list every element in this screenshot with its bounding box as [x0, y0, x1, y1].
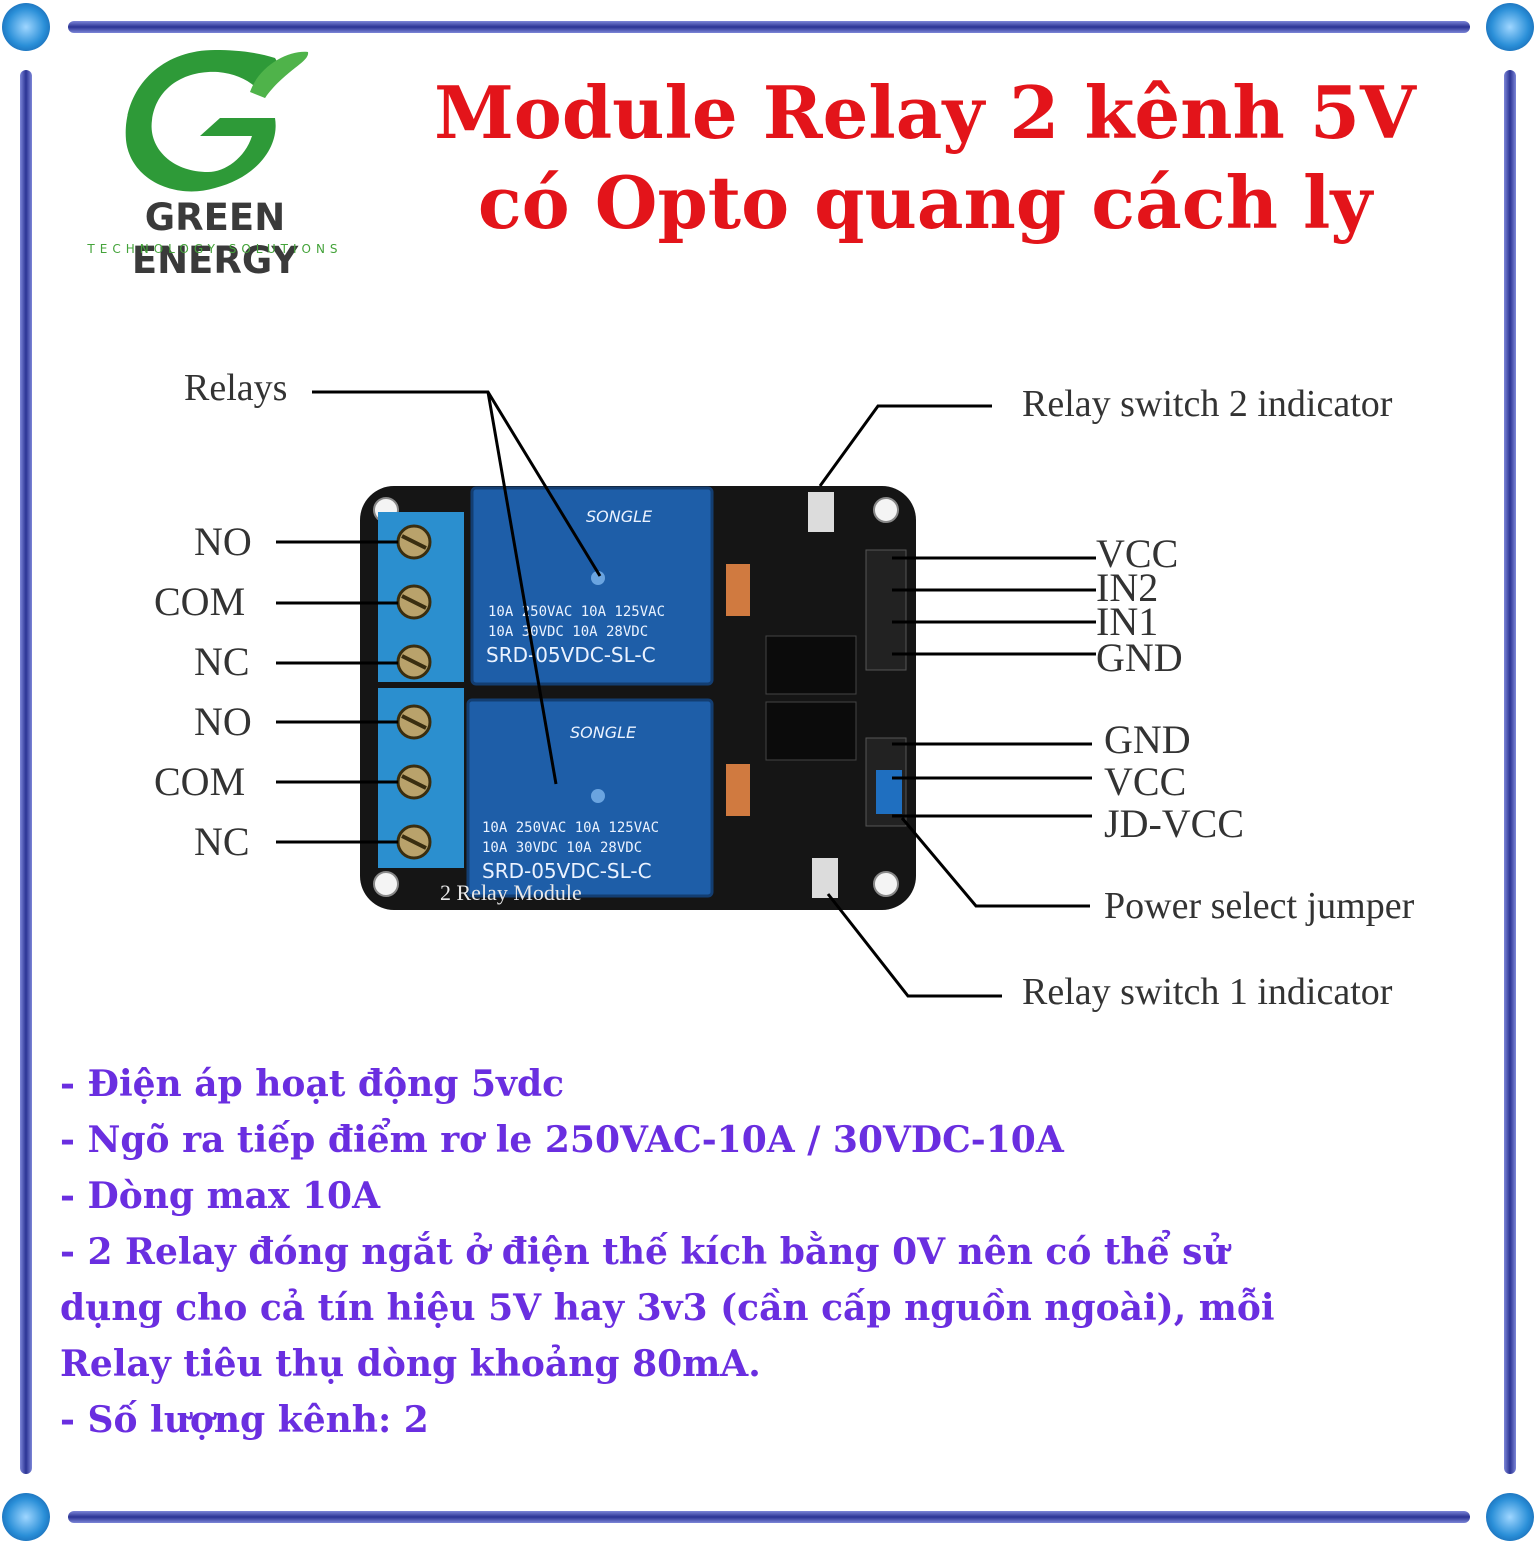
brand-name: GREEN ENERGY [131, 196, 299, 282]
relay-1-body [466, 698, 714, 898]
label-header-in2: IN2 [1096, 565, 1159, 610]
frame-top [68, 21, 1470, 33]
label-relay-switch-2-indicator: Relay switch 2 indicator [1022, 383, 1393, 425]
label-no-1: NO [194, 699, 252, 744]
label-nc-2: NC [194, 639, 250, 684]
relay-1-rating-1: 10A 250VAC 10A 125VAC [482, 820, 659, 836]
spec-line: - Ngõ ra tiếp điểm rơ le 250VAC-10A / 30… [60, 1119, 1064, 1161]
title-line-1: Module Relay 2 kênh 5V [434, 70, 1416, 155]
mount-hole-bl [373, 871, 399, 897]
spec-line: dụng cho cả tín hiệu 5V hay 3v3 (cần cấp… [60, 1287, 1275, 1329]
relay-2-rating-2: 10A 30VDC 10A 28VDC [488, 624, 648, 640]
label-power-gnd: GND [1104, 717, 1191, 762]
led-2 [808, 492, 834, 532]
relay-2-brand: SONGLE [586, 507, 653, 526]
label-power-jd-vcc: JD-VCC [1104, 801, 1245, 846]
label-no-2: NO [194, 519, 252, 564]
relay-2-rating-1: 10A 250VAC 10A 125VAC [488, 604, 665, 620]
relay-1-model: SRD-05VDC-SL-C [482, 859, 652, 883]
label-relays: Relays [184, 367, 288, 409]
relay-1-dot [591, 789, 605, 803]
page-title: Module Relay 2 kênh 5V có Opto quang các… [390, 68, 1460, 248]
label-com-2: COM [154, 579, 246, 624]
input-header [865, 549, 907, 671]
label-power-vcc: VCC [1104, 759, 1187, 804]
mount-hole-br [873, 871, 899, 897]
label-header-gnd: GND [1096, 635, 1183, 680]
corner-bottom-right [1486, 1493, 1534, 1541]
optocoupler-1 [765, 701, 857, 761]
label-header-in1: IN1 [1096, 599, 1159, 644]
label-header-vcc: VCC [1096, 531, 1179, 576]
brand-tagline: TECHNOLOGY SOLUTIONS [87, 242, 343, 256]
mount-hole-tr [873, 497, 899, 523]
leaf-g-icon [125, 50, 309, 192]
spec-line: - Dòng max 10A [60, 1175, 381, 1217]
spec-line: - Điện áp hoạt động 5vdc [60, 1063, 565, 1105]
leader-lines [276, 390, 1096, 998]
frame-right [1504, 70, 1516, 1474]
corner-bottom-left [2, 1493, 50, 1541]
diode-1 [726, 764, 750, 816]
relay-2-dot [591, 571, 605, 585]
spec-line: Relay tiêu thụ dòng khoảng 80mA. [60, 1343, 761, 1385]
diode-2 [726, 564, 750, 616]
spec-line: - Số lượng kênh: 2 [60, 1399, 429, 1441]
corner-top-left [2, 3, 50, 51]
relay-2-model: SRD-05VDC-SL-C [486, 643, 656, 667]
title-line-2: có Opto quang cách ly [477, 160, 1373, 245]
brand-logo: GREEN ENERGY TECHNOLOGY SOLUTIONS [60, 40, 370, 282]
relay-1-brand: SONGLE [570, 723, 637, 742]
label-nc-1: NC [194, 819, 250, 864]
label-com-1: COM [154, 759, 246, 804]
corner-top-right [1486, 3, 1534, 51]
relay-2-body [470, 486, 714, 686]
frame-bottom [68, 1511, 1470, 1523]
label-relay-switch-1-indicator: Relay switch 1 indicator [1022, 971, 1393, 1013]
optocoupler-2 [765, 635, 857, 695]
frame-left [20, 70, 32, 1474]
board-silkscreen: 2 Relay Module [440, 880, 582, 905]
led-1 [812, 858, 838, 898]
label-power-select-jumper: Power select jumper [1104, 885, 1415, 927]
relay-1-rating-2: 10A 30VDC 10A 28VDC [482, 840, 642, 856]
spec-line: - 2 Relay đóng ngắt ở điện thế kích bằng… [60, 1231, 1229, 1273]
spec-list: - Điện áp hoạt động 5vdc - Ngõ ra tiếp đ… [60, 1056, 1480, 1448]
